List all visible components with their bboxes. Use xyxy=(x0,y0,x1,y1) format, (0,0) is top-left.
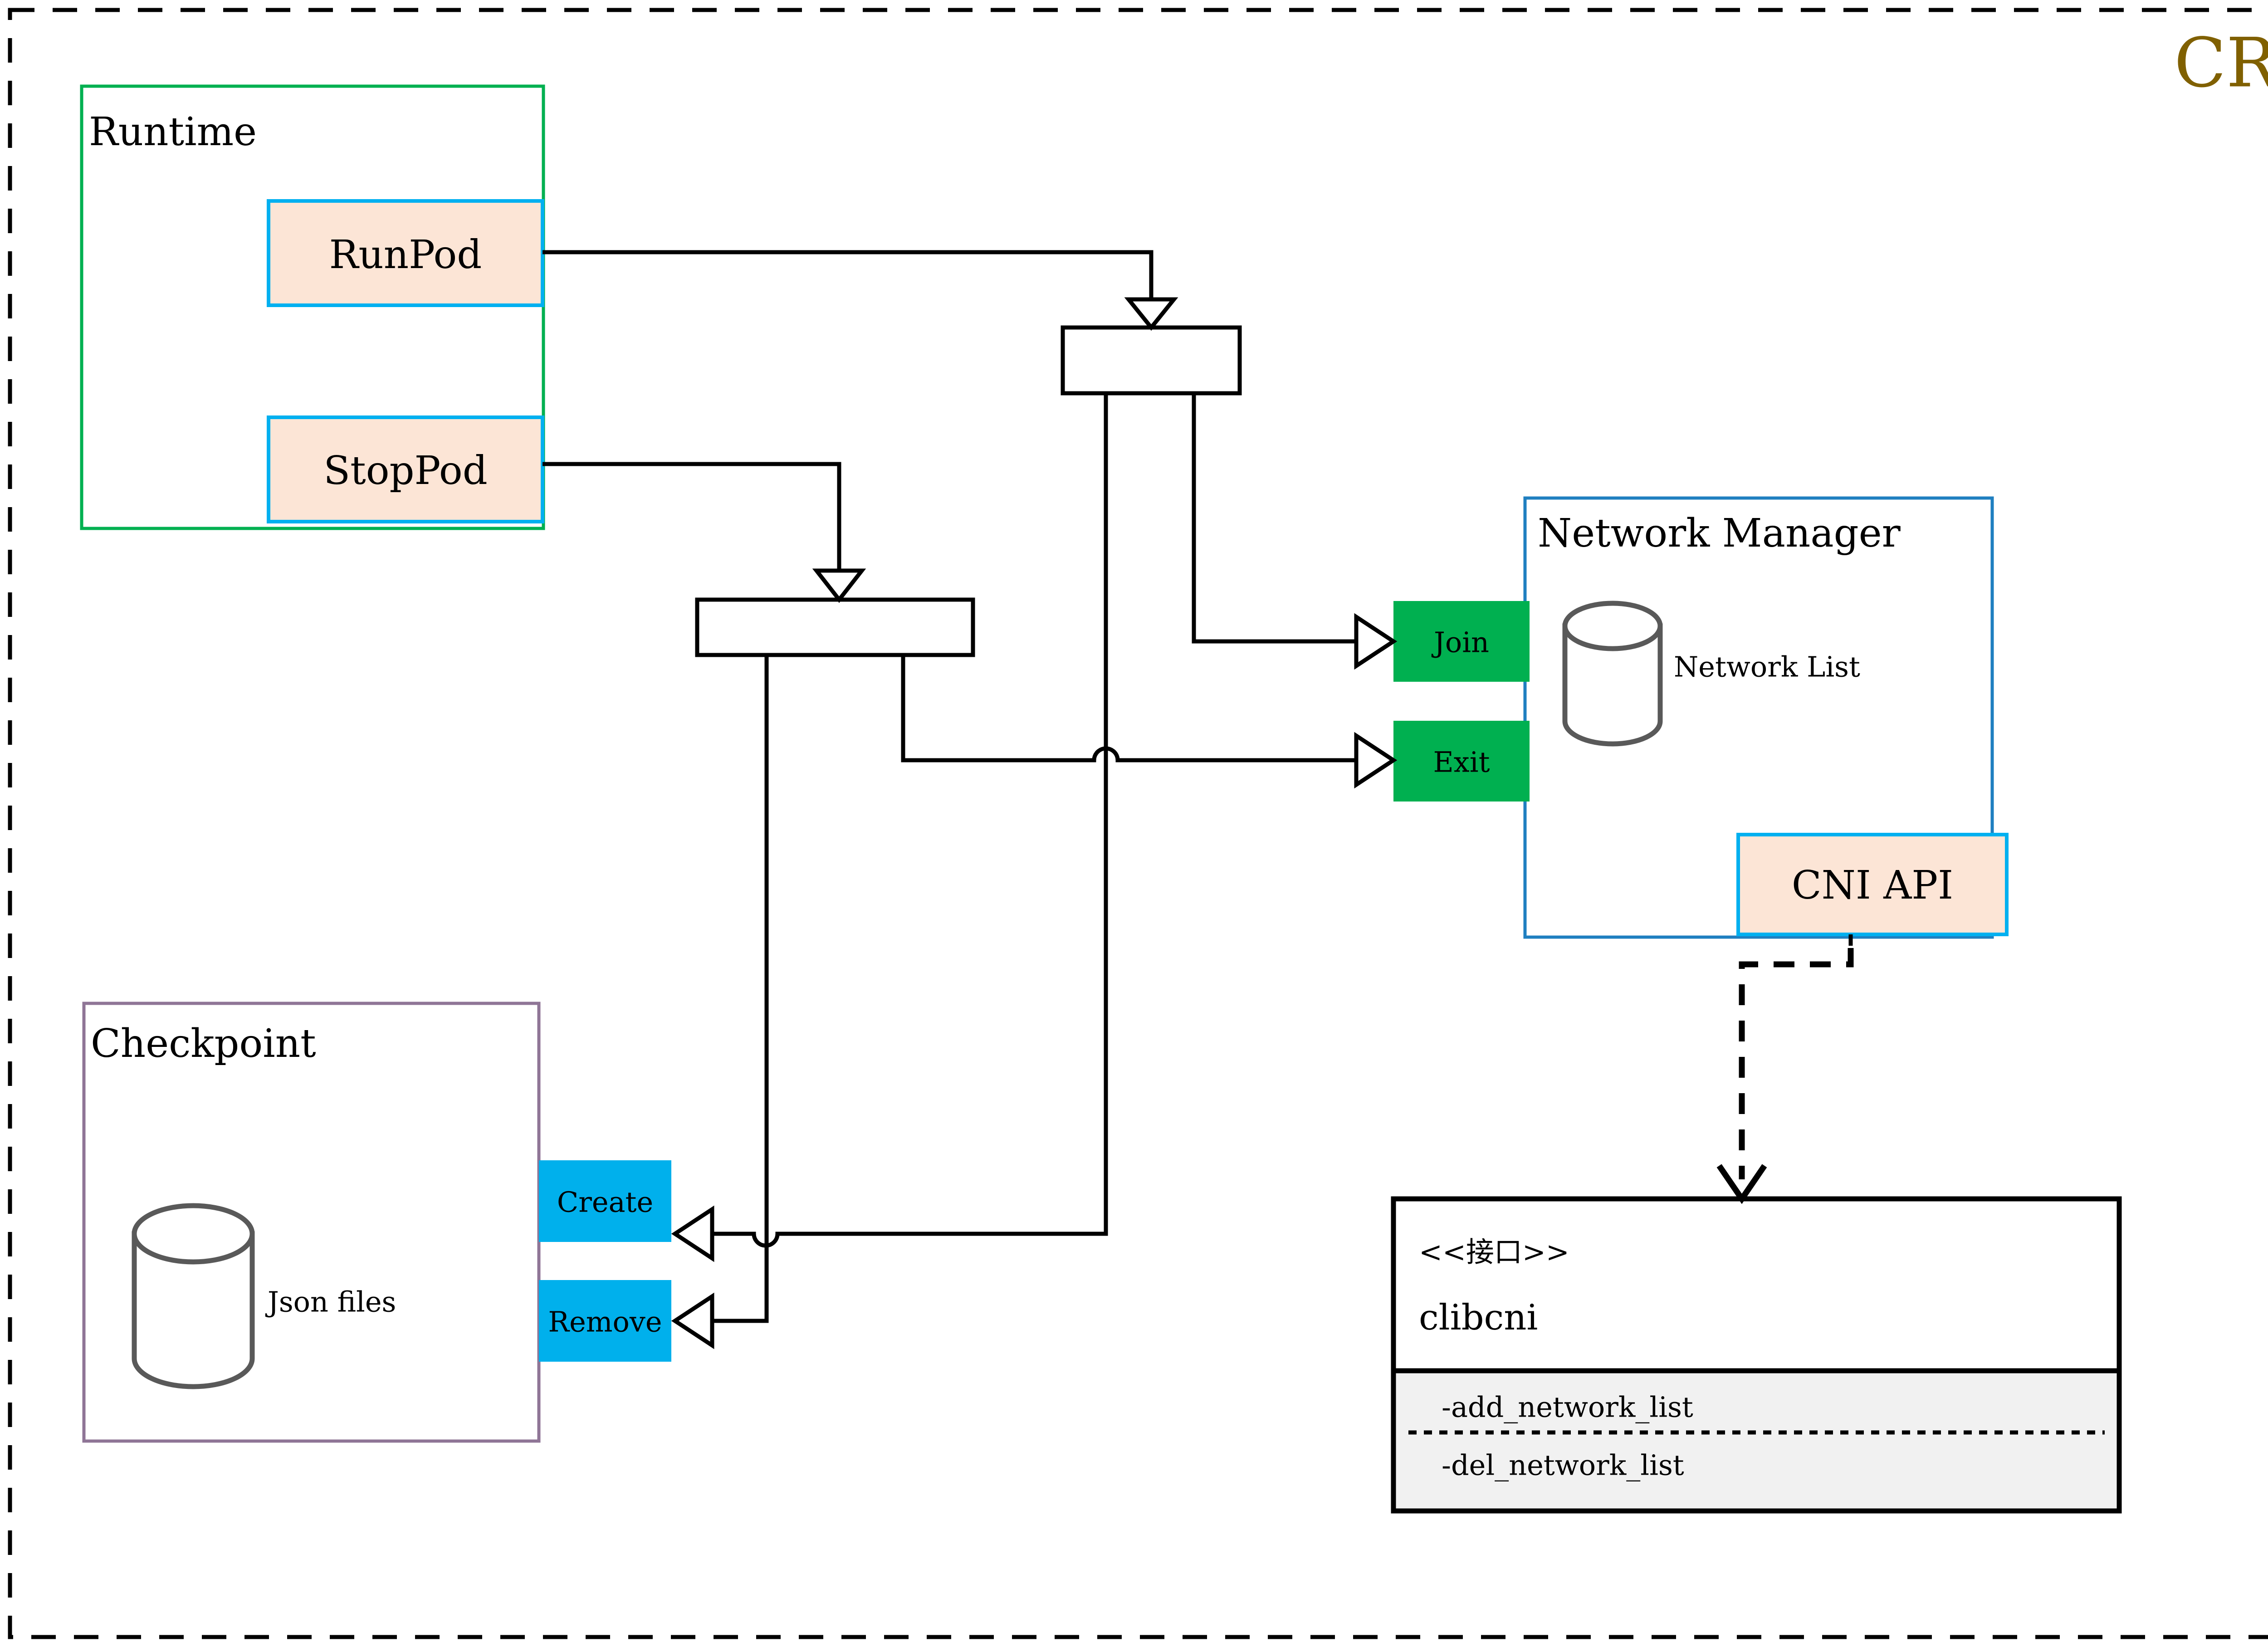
stoppod-box[interactable] xyxy=(267,415,544,523)
edge-fork-to-join xyxy=(1192,393,1356,644)
clibcni-interface-outline xyxy=(1391,1196,2122,1514)
runpod-label: RunPod xyxy=(329,232,482,278)
clibcni-method-del: -del_network_list xyxy=(1442,1449,1684,1482)
network-manager-title: Network Manager xyxy=(1538,511,1901,556)
clibcni-stereotype: <<接口>> xyxy=(1419,1236,1569,1269)
outer-dashed-frame xyxy=(8,8,2268,1639)
arrow-to-create xyxy=(671,1205,714,1262)
checkpoint-title: Checkpoint xyxy=(91,1021,316,1066)
join-label: Join xyxy=(1431,626,1489,659)
edge-fork-to-create xyxy=(712,393,1108,1248)
edge-stoppod-to-fork xyxy=(543,462,841,571)
stoppod-fork-junction xyxy=(695,597,975,657)
page-title: CRI xyxy=(2174,24,2268,103)
network-list-cylinder-icon xyxy=(1562,601,1663,747)
runtime-title: Runtime xyxy=(89,109,257,155)
cni-api-label: CNI API xyxy=(1792,863,1953,908)
stoppod-label: StopPod xyxy=(323,448,488,494)
create-box[interactable] xyxy=(539,1160,671,1242)
edge-runpod-to-fork xyxy=(543,250,1154,299)
arrow-realization-clibcni xyxy=(1716,1164,1767,1204)
cni-api-box[interactable] xyxy=(1736,833,2009,936)
clibcni-method-add: -add_network_list xyxy=(1442,1391,1693,1424)
arrow-to-remove xyxy=(671,1292,714,1349)
runpod-fork-junction xyxy=(1061,325,1242,396)
arrow-to-exit xyxy=(1354,732,1398,789)
json-files-cylinder-icon xyxy=(132,1203,255,1389)
edge-cniapi-to-clibcni xyxy=(1739,948,1854,1179)
remove-label: Remove xyxy=(548,1305,662,1339)
network-list-label: Network List xyxy=(1674,650,1860,684)
exit-box[interactable] xyxy=(1393,721,1530,802)
remove-box[interactable] xyxy=(539,1280,671,1362)
exit-label: Exit xyxy=(1433,746,1490,779)
join-box[interactable] xyxy=(1393,601,1530,682)
arrow-to-join xyxy=(1354,613,1398,670)
create-label: Create xyxy=(557,1186,653,1219)
arrow-runpod-to-fork xyxy=(1124,297,1178,331)
clibcni-methods-compartment xyxy=(1396,1371,2116,1508)
edge-fork-to-remove xyxy=(712,655,769,1323)
arrow-stoppod-to-fork xyxy=(812,568,866,603)
clibcni-name: clibcni xyxy=(1419,1297,1538,1338)
runpod-box[interactable] xyxy=(267,199,544,307)
edge-fork-to-exit xyxy=(901,655,1356,762)
json-files-label: Json files xyxy=(265,1285,396,1319)
